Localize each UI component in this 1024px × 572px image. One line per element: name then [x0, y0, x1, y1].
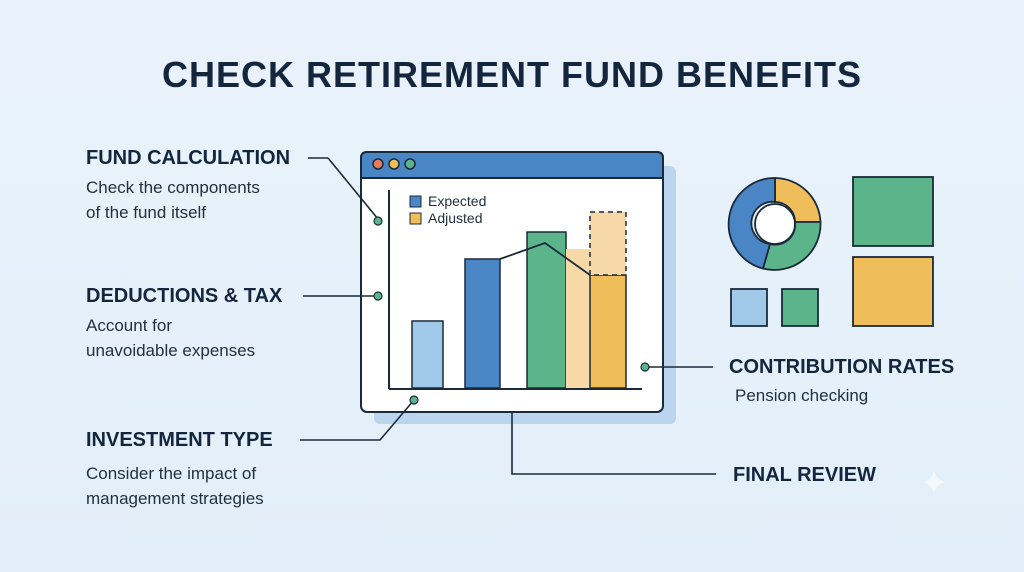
- connector-final: [511, 412, 716, 475]
- window-header: [360, 151, 664, 179]
- investment-type-desc-1: Consider the impact of: [86, 464, 257, 483]
- trend-line: [499, 241, 591, 276]
- final-review-heading: FINAL REVIEW: [733, 464, 876, 486]
- bar-5-projection: [589, 211, 627, 276]
- window-maximize-dot[interactable]: [404, 158, 416, 170]
- contribution-rates-heading: CONTRIBUTION RATES: [729, 356, 955, 378]
- legend-expected: Expected: [428, 193, 486, 209]
- deductions-tax-desc-1: Account for: [86, 316, 172, 335]
- bar-2: [464, 258, 501, 389]
- square-green-small: [781, 288, 819, 327]
- connector-investment: [300, 399, 415, 441]
- fund-calculation-desc-1: Check the components: [86, 178, 260, 197]
- square-green-large: [852, 176, 934, 247]
- bar-1: [411, 320, 444, 389]
- dot-contribution: [640, 362, 650, 372]
- dot-deductions: [373, 291, 383, 301]
- legend-swatch-adjusted: [409, 212, 422, 225]
- bar-4-light: [566, 249, 590, 388]
- legend-adjusted: Adjusted: [428, 210, 482, 226]
- deductions-tax-desc-2: unavoidable expenses: [86, 341, 256, 360]
- dot-fund: [373, 216, 383, 226]
- legend-swatch-expected: [409, 195, 422, 208]
- bar-5: [589, 274, 627, 389]
- window-minimize-dot[interactable]: [388, 158, 400, 170]
- fund-calculation-desc-2: of the fund itself: [86, 203, 207, 222]
- sparkle-icon: [922, 470, 946, 494]
- contribution-rates-desc-1: Pension checking: [735, 386, 869, 405]
- investment-type-heading: INVESTMENT TYPE: [86, 429, 273, 451]
- bar-3: [526, 231, 567, 389]
- square-yellow-large: [852, 256, 934, 327]
- donut-hole: [754, 203, 796, 245]
- deductions-tax-heading: DEDUCTIONS & TAX: [86, 285, 283, 307]
- page-title: CHECK RETIREMENT FUND BENEFITS: [161, 54, 862, 95]
- donut-chart: [727, 177, 822, 271]
- window-close-dot[interactable]: [372, 158, 384, 170]
- connector-fund: [327, 157, 379, 220]
- square-blue-small: [730, 288, 768, 327]
- fund-calculation-heading: FUND CALCULATION: [86, 147, 291, 169]
- dot-investment: [409, 395, 419, 405]
- investment-type-desc-2: management strategies: [86, 489, 264, 508]
- donut-segment-blue: [727, 177, 776, 270]
